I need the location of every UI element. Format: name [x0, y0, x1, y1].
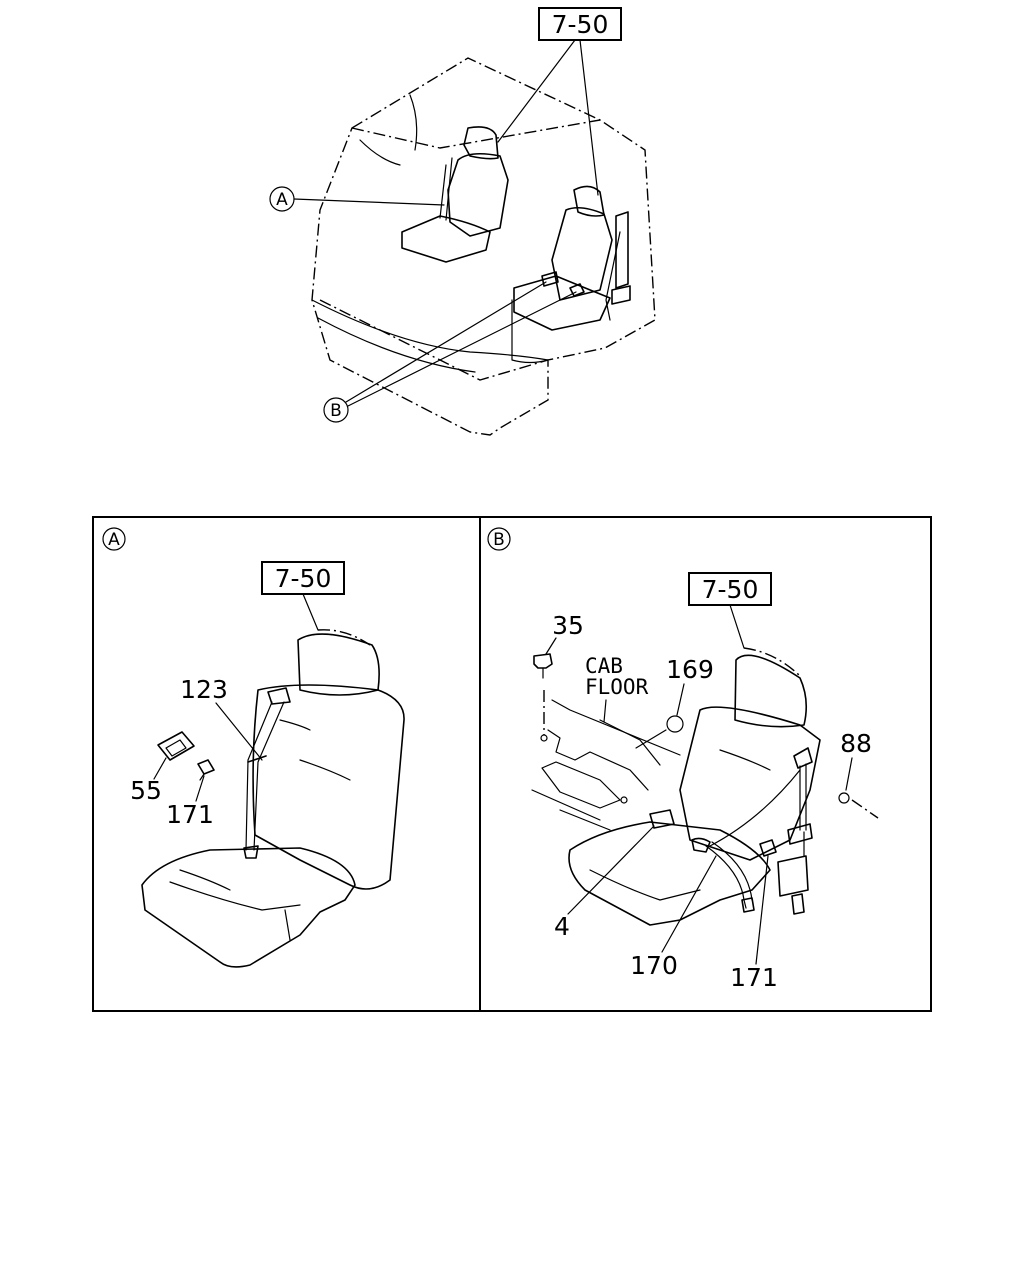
- part-169-label: 169: [666, 655, 714, 684]
- part-4-label: 4: [554, 912, 570, 941]
- overview-left-seat: [401, 126, 509, 263]
- part-171-b-label: 171: [730, 963, 778, 992]
- panel-a-label: A: [108, 530, 120, 550]
- panel-b-ref-label: 7-50: [702, 575, 759, 604]
- part-35-label: 35: [552, 611, 584, 640]
- callout-b-label: B: [330, 401, 342, 421]
- cab-floor-line1: CAB: [585, 654, 623, 678]
- part-88-label: 88: [840, 729, 872, 758]
- part-171-a-label: 171: [166, 800, 214, 829]
- callout-a-label: A: [276, 190, 288, 210]
- part-55-label: 55: [130, 776, 162, 805]
- part-170-label: 170: [630, 951, 678, 980]
- panel-b-label: B: [493, 530, 505, 550]
- detail-frame: [92, 516, 932, 1012]
- detail-panel-a: A 7-50 123 55 171: [102, 527, 405, 968]
- detail-panel-b: B 7-50: [487, 527, 879, 992]
- callout-b-marker: [323, 397, 349, 423]
- panel-a-ref-label: 7-50: [275, 564, 332, 593]
- part-123-label: 123: [180, 675, 228, 704]
- panel-a-marker: [102, 527, 126, 551]
- cab-overview: 7-50 A B: [269, 7, 656, 436]
- panel-b-marker: [487, 527, 511, 551]
- overview-right-seat: [513, 185, 631, 331]
- overview-ref-label: 7-50: [552, 10, 609, 39]
- cab-floor-line2: FLOOR: [585, 675, 649, 699]
